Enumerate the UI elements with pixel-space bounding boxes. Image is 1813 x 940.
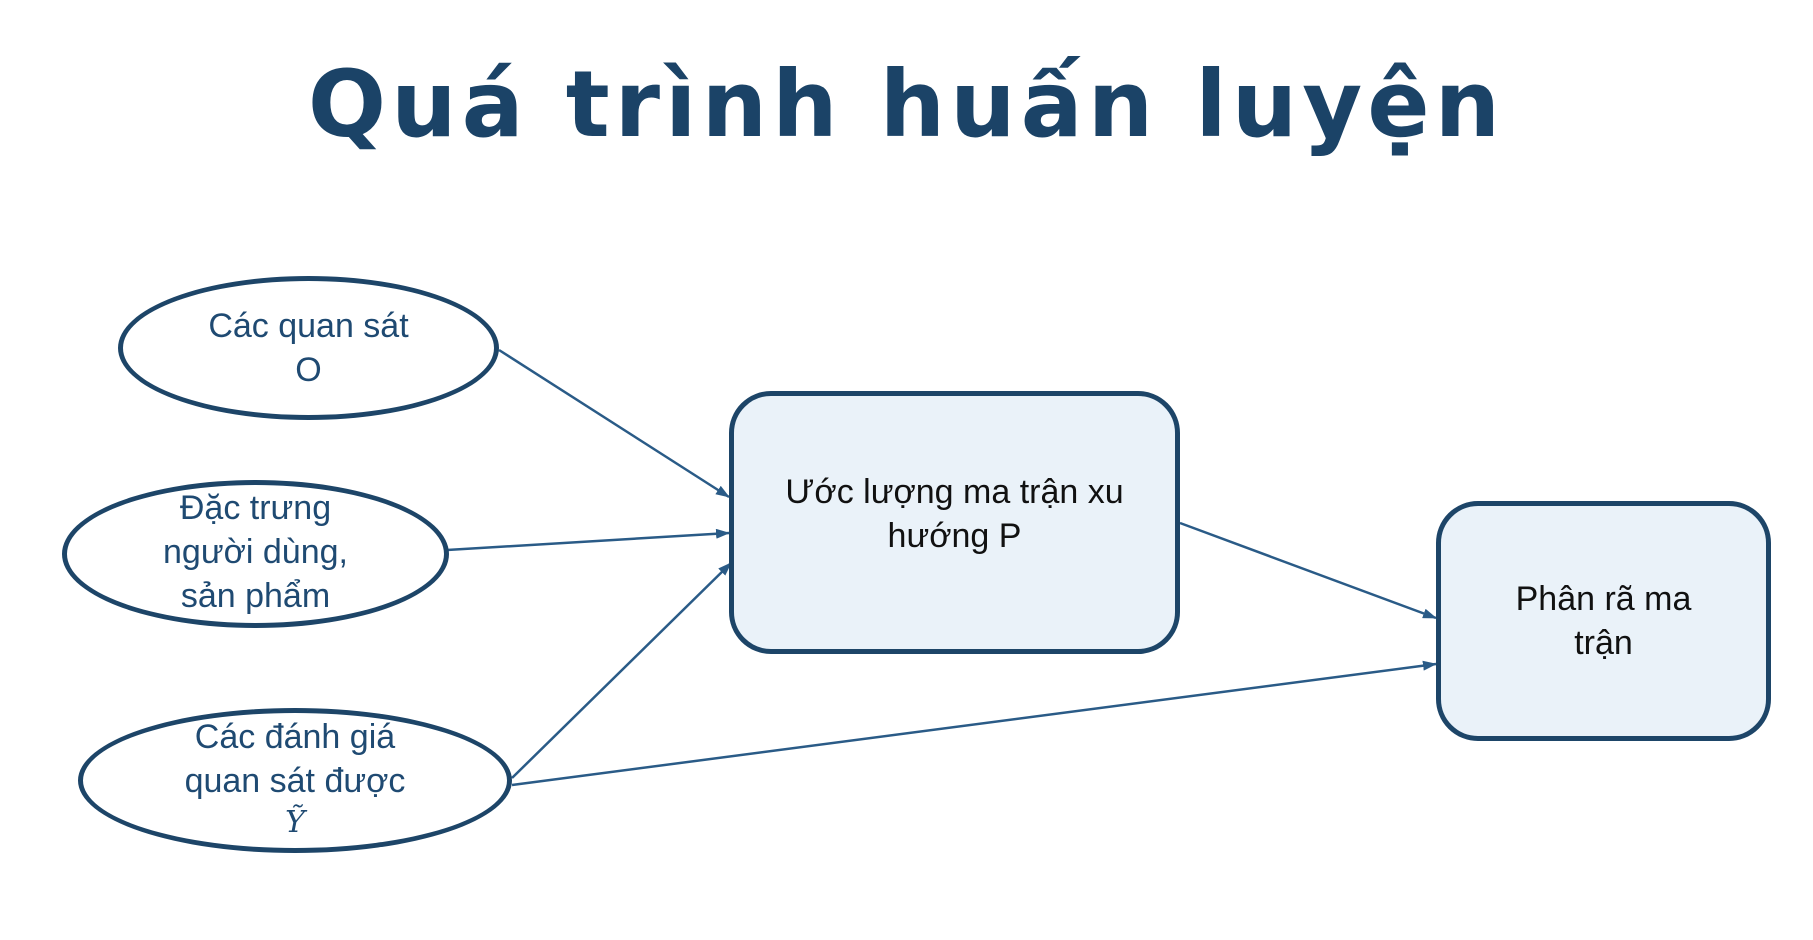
node-features-line1: Đặc trưng xyxy=(179,489,332,527)
node-ratings-symbol: Ỹ xyxy=(285,804,305,840)
node-factorization: Phân rã ma trận xyxy=(1436,501,1771,741)
node-observations-label: Các quan sát O xyxy=(208,304,408,392)
edge-ratings-to-factorization xyxy=(511,660,1437,787)
node-ratings-label: Các đánh giá quan sát được Ỹ xyxy=(185,715,406,843)
node-estimate: Ước lượng ma trận xu hướng P xyxy=(729,391,1180,654)
node-features-line2: người dùng, xyxy=(163,533,348,571)
node-observations-line2: O xyxy=(295,351,322,389)
node-observations: Các quan sát O xyxy=(118,276,499,420)
node-factorization-label: Phân rã ma trận xyxy=(1516,577,1692,665)
node-ratings-line1: Các đánh giá xyxy=(194,717,396,756)
node-estimate-line2: hướng P xyxy=(887,516,1022,555)
edge-observations-to-estimate xyxy=(498,348,730,499)
edge-features-to-estimate xyxy=(446,528,730,552)
node-features-label: Đặc trưng người dùng, sản phẩm xyxy=(163,486,348,618)
slide-title: Quá trình huấn luyện xyxy=(307,51,1506,158)
node-ratings: Các đánh giá quan sát được Ỹ xyxy=(78,708,512,853)
node-estimate-label: Ước lượng ma trận xu hướng P xyxy=(785,470,1123,558)
edge-estimate-to-factorization xyxy=(1179,521,1437,620)
node-estimate-line1: Ước lượng ma trận xu xyxy=(785,472,1124,511)
node-factorization-line2: trận xyxy=(1574,624,1633,662)
edge-ratings-to-estimate xyxy=(511,562,732,779)
node-features: Đặc trưng người dùng, sản phẩm xyxy=(62,480,449,628)
node-features-line3: sản phẩm xyxy=(180,577,331,615)
node-factorization-line1: Phân rã ma xyxy=(1515,580,1692,618)
node-ratings-line2: quan sát được xyxy=(184,761,406,800)
node-observations-line1: Các quan sát xyxy=(208,307,409,345)
